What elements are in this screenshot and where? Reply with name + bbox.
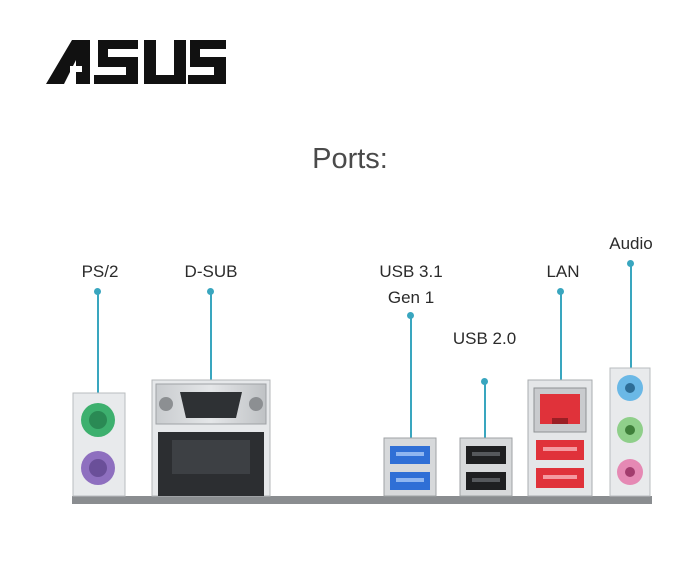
- callout-dot-usb20: [481, 378, 488, 385]
- callout-line-ps2: [97, 292, 99, 402]
- callout-dot-dsub: [207, 288, 214, 295]
- lan-port: [527, 379, 593, 497]
- ps2-port: [72, 392, 126, 497]
- usb31-port: [383, 437, 437, 497]
- callout-line-audio: [630, 264, 632, 382]
- io-baseplate: [72, 496, 652, 504]
- label-dsub: D-SUB: [184, 262, 238, 281]
- callout-line-usb31: [410, 316, 412, 444]
- callout-dot-ps2: [94, 288, 101, 295]
- callout-dot-usb31: [407, 312, 414, 319]
- label-usb31-line2: Gen 1: [387, 288, 435, 307]
- audio-ports: [609, 367, 651, 497]
- label-audio: Audio: [609, 234, 653, 253]
- asus-logo: [46, 40, 226, 84]
- dsub-port: [151, 379, 271, 497]
- callout-dot-lan: [557, 288, 564, 295]
- label-usb31-line1: USB 3.1: [379, 262, 443, 281]
- callout-line-lan: [560, 292, 562, 398]
- callout-line-dsub: [210, 292, 212, 404]
- usb20-port: [459, 437, 513, 497]
- callout-line-usb20: [484, 382, 486, 444]
- label-lan: LAN: [546, 262, 580, 281]
- callout-dot-audio: [627, 260, 634, 267]
- label-usb20: USB 2.0: [452, 329, 517, 348]
- page-title: Ports:: [312, 143, 388, 175]
- label-ps2: PS/2: [81, 262, 119, 281]
